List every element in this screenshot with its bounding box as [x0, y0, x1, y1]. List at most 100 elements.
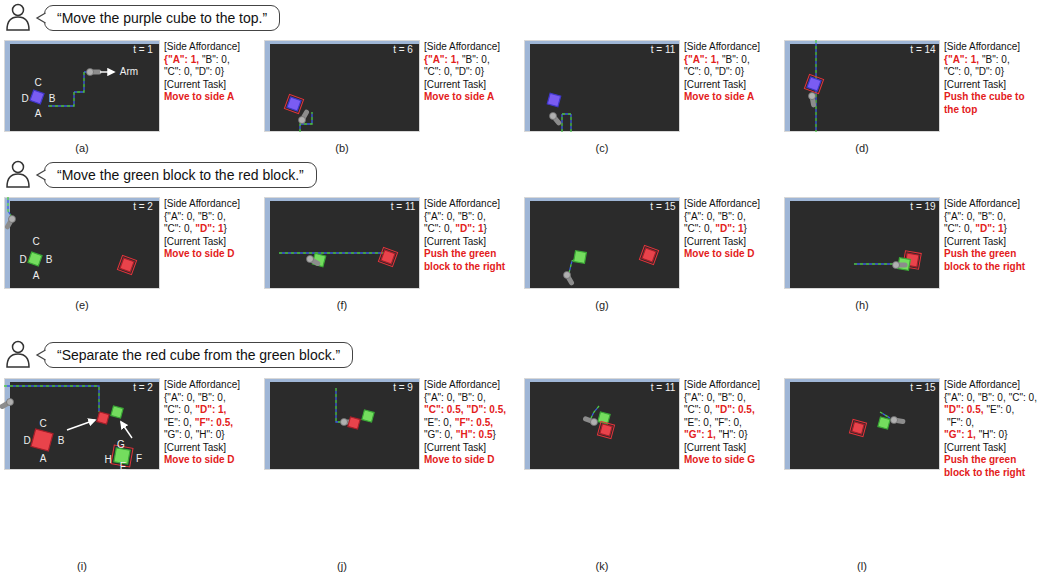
annotation-line: {"A": 0,"B": 0, — [684, 211, 780, 224]
current-task: Move to side D — [164, 454, 235, 467]
affordance-value: {"A": 0, — [164, 211, 195, 224]
pointer-arrow — [67, 420, 95, 430]
target-outline — [117, 255, 136, 274]
affordance-value: [Current Task] — [424, 79, 486, 92]
panel-art — [2, 379, 159, 469]
cube — [287, 97, 301, 111]
affordance-value: [Current Task] — [164, 236, 226, 249]
planned-path — [336, 388, 346, 422]
affordance-value: "C": 0, — [944, 223, 972, 236]
cube — [642, 248, 656, 262]
current-task: Move to side D — [684, 248, 755, 261]
planned-path — [336, 388, 346, 422]
affordance-value: [Current Task] — [944, 236, 1006, 249]
affordance-value: {"A": 0, — [164, 392, 195, 405]
side-label: A — [33, 271, 40, 281]
annotation-line: "G": 1,"H": 0} — [944, 429, 1040, 442]
user-head — [13, 342, 24, 353]
timestep-label: t = 11 — [391, 202, 416, 212]
side-label: B — [46, 255, 53, 265]
affordance-value: {"A": 1, — [424, 54, 459, 67]
timestep-label: t = 9 — [393, 383, 413, 393]
affordance-value: "B": 0, — [198, 211, 226, 224]
annotation-line: "C": 0,"D": 0} — [164, 66, 260, 79]
robot-arm — [302, 112, 307, 120]
cube — [31, 429, 53, 451]
cube — [111, 406, 123, 418]
panel-caption: (l) — [857, 560, 867, 572]
cube — [312, 253, 325, 266]
wall-top — [265, 198, 419, 201]
affordance-value: "E": 0, — [684, 417, 712, 430]
annotation-line: Move to side D — [684, 248, 780, 261]
instruction-text: “Move the purple cube to the top.” — [57, 10, 267, 26]
timestep-label: t = 14 — [910, 45, 935, 55]
affordance-value: {"A": 0, — [684, 211, 715, 224]
side-label: D — [19, 255, 26, 265]
cube — [120, 258, 134, 272]
annotation-line: [Current Task] — [684, 442, 780, 455]
current-task: Move to side A — [424, 91, 494, 104]
affordance-value: [Side Affordance] — [684, 41, 760, 54]
affordance-value: "D": 1 — [975, 223, 1003, 236]
user-head — [13, 162, 24, 173]
panel-caption: (i) — [77, 560, 87, 572]
affordance-value: [Current Task] — [424, 442, 486, 455]
affordance-value: "H": 0} — [719, 429, 748, 442]
robot-arm — [586, 419, 594, 422]
simulation-frame: t = 6 — [264, 40, 420, 132]
planned-path — [300, 112, 312, 132]
simulation-frame: t = 19 — [784, 197, 940, 289]
annotation-line: [Current Task] — [164, 442, 260, 455]
annotation-line: {"A": 0,"B": 0, — [944, 211, 1040, 224]
annotation-line: Move to side D — [164, 248, 260, 261]
current-task: Push the green block to the right — [944, 454, 1040, 479]
affordance-value: {"A": 0, — [944, 211, 975, 224]
robot-arm — [894, 420, 903, 422]
affordance-value: [Side Affordance] — [944, 198, 1020, 211]
panel-art — [525, 41, 679, 132]
wall-left — [785, 379, 790, 469]
panel-caption: (k) — [596, 560, 609, 572]
side-label: B — [49, 94, 56, 104]
panel-caption: (c) — [596, 142, 609, 154]
wall-left — [785, 41, 790, 131]
current-task: Move to side G — [684, 454, 755, 467]
annotation-line: "C": 0,"D": 1} — [164, 223, 260, 236]
affordance-value: "E": 0, — [987, 404, 1015, 417]
annotation-line: [Side Affordance] — [424, 41, 520, 54]
simulation-frame: t = 15 — [524, 197, 680, 289]
affordance-annotation: [Side Affordance]{"A": 0,"B": 0,"C": 0,"… — [424, 198, 520, 273]
cube — [28, 252, 42, 266]
affordance-value: "F": 0, — [715, 417, 742, 430]
user-body — [7, 354, 29, 367]
panel-caption: (e) — [75, 299, 88, 311]
timestep-label: t = 11 — [651, 45, 676, 55]
affordance-value: [Current Task] — [684, 442, 746, 455]
annotation-line: [Side Affordance] — [944, 379, 1040, 392]
affordance-value: "B": 0, — [198, 392, 226, 405]
affordance-value: {"A": 0, — [424, 211, 455, 224]
affordance-value: [Side Affordance] — [164, 198, 240, 211]
panel-art — [785, 198, 939, 288]
affordance-value: } — [744, 223, 747, 236]
affordance-value: "F": 0.5, — [455, 417, 493, 430]
side-label: C — [32, 237, 39, 247]
simulation-frame: t = 9 — [264, 378, 420, 470]
planned-path — [48, 72, 90, 106]
affordance-value: "C": 0, — [164, 223, 192, 236]
affordance-value: "B": 0, — [718, 392, 746, 405]
affordance-value: "D": 0} — [975, 66, 1004, 79]
cube — [898, 258, 911, 271]
affordance-value: "G": 1, — [944, 429, 976, 442]
cube — [852, 422, 864, 434]
wall-top — [525, 379, 679, 382]
side-label: C — [34, 78, 41, 88]
affordance-value: [Side Affordance] — [424, 379, 500, 392]
panel-art — [265, 198, 419, 288]
annotation-line: "C": 0,"D": 1} — [424, 223, 520, 236]
annotation-line: [Side Affordance] — [684, 379, 780, 392]
affordance-value: [Current Task] — [164, 79, 226, 92]
timestep-label: t = 2 — [133, 202, 153, 212]
wall-left — [525, 379, 530, 469]
